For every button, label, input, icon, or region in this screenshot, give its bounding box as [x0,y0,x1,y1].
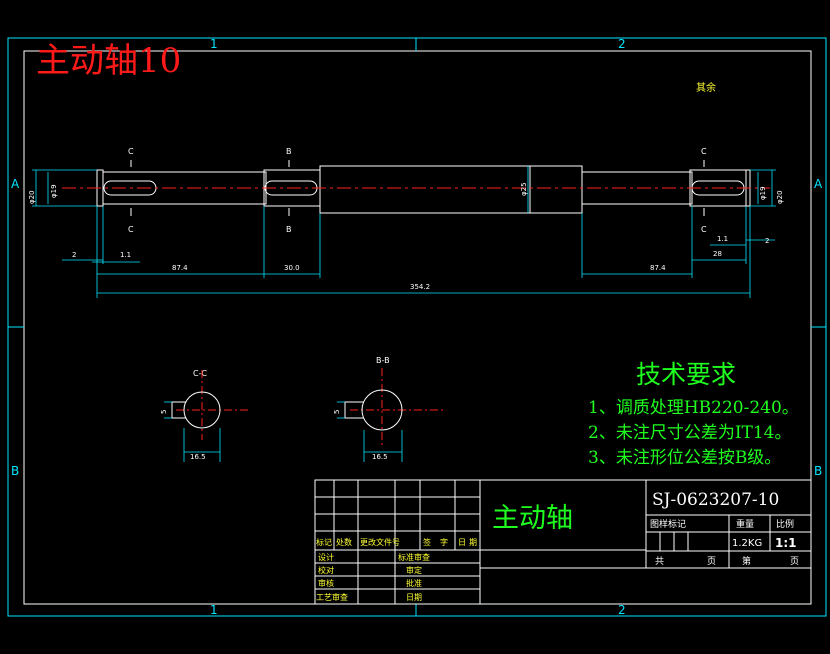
row-design: 设计 [318,552,334,562]
section-bb-dim-width: 16.5 [372,453,388,461]
dim-total: 354.2 [410,283,430,291]
tech-requirement-3: 3、未注形位公差按B级。 [588,448,781,468]
zone-top-2: 2 [618,37,626,51]
weight-label: 重量 [736,518,754,530]
row-standard: 标准审查 [398,552,430,562]
shaft-main-view [96,165,751,214]
section-cc-dim-height: 5 [160,410,168,414]
dimension-lines [32,166,776,298]
zone-ticks [8,38,826,616]
tech-requirement-2: 2、未注尺寸公差为IT14。 [588,423,792,443]
zone-bottom-1: 1 [210,603,218,617]
roughness-note: 其余 [696,81,716,94]
row-process: 工艺审查 [316,592,348,602]
section-mark-c-bottom-left: C [128,225,134,234]
dim-d-left2: φ19 [50,184,58,198]
header-date-2: 期 [469,538,477,547]
part-name: 主动轴 [492,503,573,534]
dim-chamfer-left: 2 [72,251,76,259]
section-bb-dim-height: 5 [333,410,341,414]
tech-requirements: 技术要求 1、调质处理HB220-240。 2、未注尺寸公差为IT14。 3、未… [588,360,799,468]
row-review: 审核 [318,578,334,588]
inner-frame [23,50,812,605]
dim-d-mid: φ25 [520,182,528,196]
section-label-cc: C-C [193,369,207,378]
dim-len-right: 87.4 [650,264,666,272]
dim-d-right: φ19 [759,186,767,200]
section-markers [130,160,705,216]
section-view-bb: B-B 16.5 5 [333,356,445,462]
row-date: 日期 [406,593,422,602]
drawing-number: SJ-0623207-10 [652,490,779,510]
row-check: 校对 [318,565,334,575]
dim-d-left: φ20 [28,190,36,204]
zone-left-b: B [11,464,19,478]
section-cc-dim-width: 16.5 [190,453,206,461]
weight-value: 1.2KG [732,538,762,549]
tech-requirements-heading: 技术要求 [636,360,736,389]
zone-right-a: A [814,177,823,191]
outer-frame [7,37,827,617]
scale-label: 比例 [776,518,794,530]
dim-chamfer-right: 2 [765,237,769,245]
row-authorize: 批准 [406,578,422,588]
stage-mark: 图样标记 [650,518,686,530]
tech-requirement-1: 1、调质处理HB220-240。 [588,398,799,418]
dim-groove-left: 1.1 [120,251,131,259]
section-mark-c-top-left: C [128,147,134,156]
sheet-no: 第 [742,555,751,567]
header-date-1: 日 [458,538,466,547]
dim-len-left: 87.4 [172,264,188,272]
section-mark-c-top-right: C [701,147,707,156]
zone-right-b: B [814,464,822,478]
section-view-cc: C-C 16.5 5 [160,369,248,462]
dim-groove-right: 1.1 [717,235,728,243]
section-mark-b-bottom: B [286,225,292,234]
dimension-texts: φ20 φ19 φ25 φ19 φ20 2 1.1 87.4 30.0 354.… [28,182,784,291]
sheets-total-unit: 页 [707,556,716,567]
zone-labels: 1 2 1 2 A B A B [11,37,823,617]
header-count: 处数 [336,537,352,547]
section-mark-c-bottom-right: C [701,225,707,234]
scale-value: 1:1 [775,536,797,550]
dim-len-right-end: 28 [713,250,722,258]
header-change-doc: 更改文件号 [360,537,400,547]
zone-bottom-2: 2 [618,603,626,617]
title-block-text: 主动轴 SJ-0623207-10 标记 处数 更改文件号 签 字 日 期 设计… [316,490,799,602]
dim-d-right2: φ20 [776,190,784,204]
row-approve: 审定 [406,565,422,575]
drawing-title: 主动轴10 [36,41,181,81]
dim-len-b: 30.0 [284,264,300,272]
header-sign-2: 字 [440,537,448,547]
section-mark-labels: C C B B C C [128,147,707,234]
header-mark: 标记 [316,537,332,547]
section-mark-b-top: B [286,147,292,156]
zone-top-1: 1 [210,37,218,51]
section-label-bb: B-B [376,356,390,365]
zone-left-a: A [11,177,20,191]
sheet-no-unit: 页 [790,556,799,567]
header-sign-1: 签 [423,537,431,547]
sheets-total: 共 [655,556,664,567]
title-block [314,479,812,605]
